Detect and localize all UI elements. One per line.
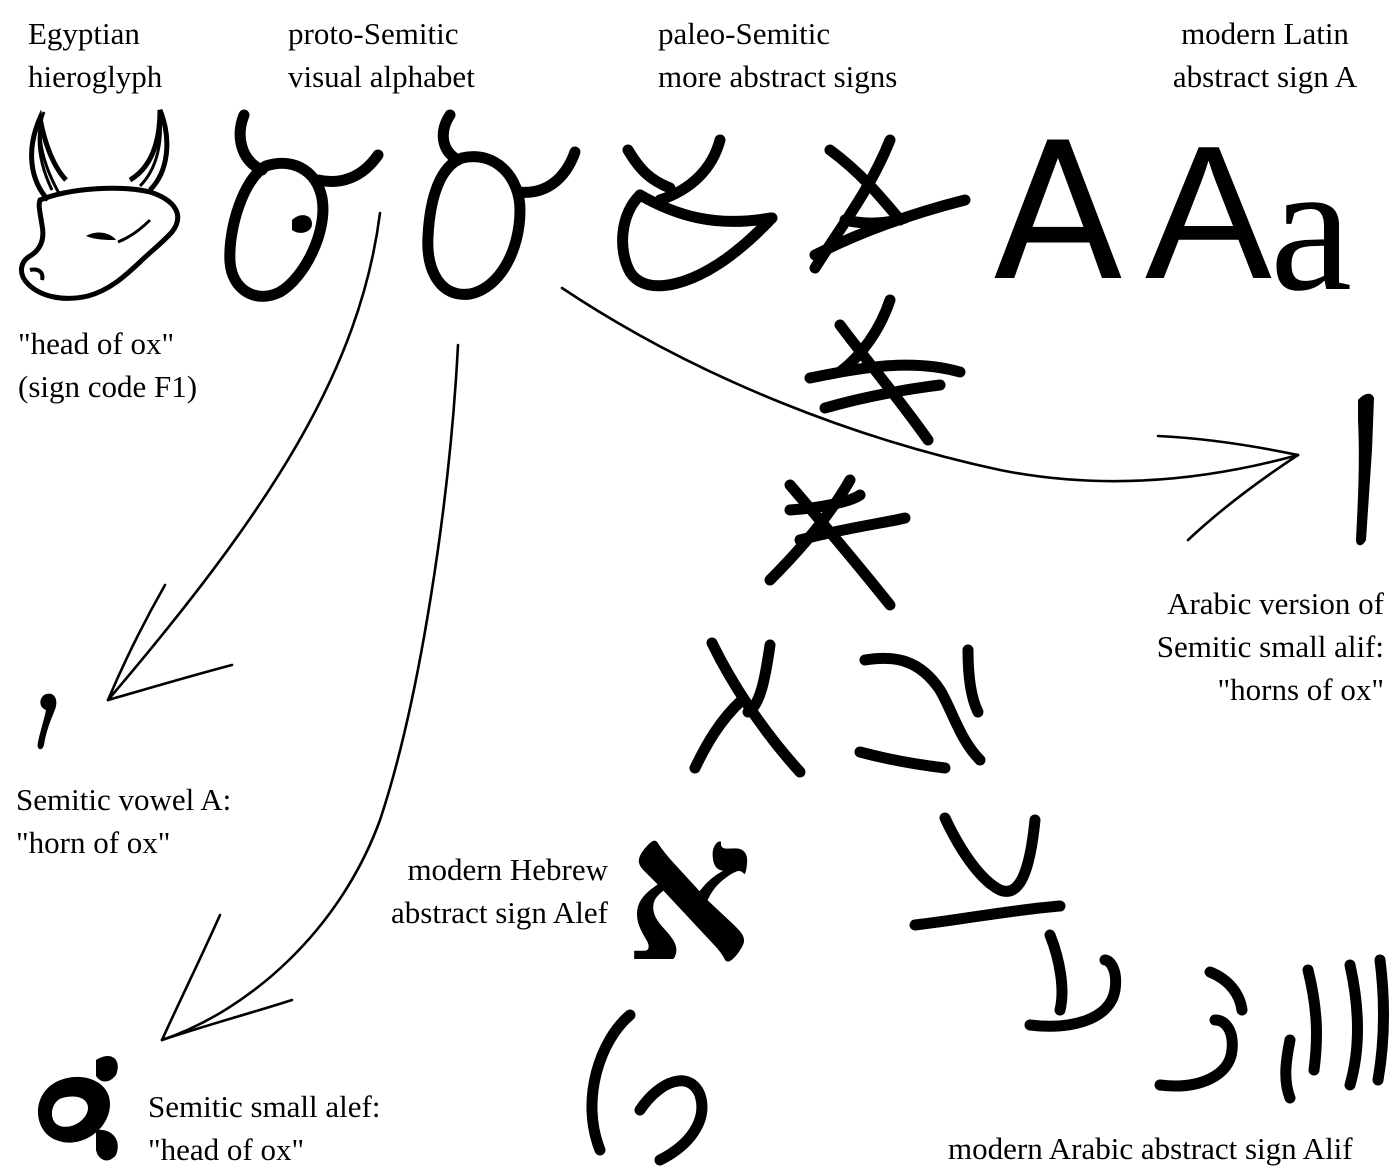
egyptian-ox-head-icon bbox=[19, 109, 181, 301]
label-modern-arabic: modern Arabic abstract sign Alif bbox=[948, 1131, 1353, 1166]
cursive-alef-sign-2-icon bbox=[909, 812, 1066, 931]
cursive-alef-sign-1-icon bbox=[854, 644, 986, 774]
label-proto-semitic: proto-Semitic visual alphabet bbox=[288, 16, 475, 94]
label-head-of-ox: "head of ox" (sign code F1) bbox=[18, 326, 198, 404]
latin-a-thin-glyph: A bbox=[993, 102, 1123, 323]
paleo-semitic-ox-sign-1-icon bbox=[617, 134, 778, 292]
arabic-alif-evolution-forms-icon bbox=[1024, 929, 1390, 1104]
proto-semitic-ox-head-eye-icon bbox=[224, 109, 384, 302]
paleo-semitic-ox-sign-2-icon bbox=[809, 134, 971, 274]
semitic-vowel-horn-icon bbox=[37, 693, 57, 750]
label-modern-hebrew: modern Hebrew abstract sign Alef bbox=[391, 852, 608, 930]
label-semitic-small-alef: Semitic small alef: "head of ox" bbox=[148, 1089, 381, 1167]
arabic-small-alif-icon bbox=[1356, 393, 1374, 546]
label-semitic-vowel: Semitic vowel A: "horn of ox" bbox=[16, 782, 232, 860]
arrow-to-arabic-small-alif bbox=[560, 286, 1300, 542]
label-arabic-version: Arabic version of Semitic small alif: "h… bbox=[1156, 586, 1384, 707]
aramaic-alef-sign-icon bbox=[689, 637, 806, 778]
label-modern-latin: modern Latin abstract sign A bbox=[1172, 16, 1358, 94]
label-paleo-semitic: paleo-Semitic more abstract signs bbox=[658, 16, 898, 94]
alef-cursive-lower-icon bbox=[586, 1009, 708, 1166]
arrow-to-semitic-small-alef bbox=[160, 343, 460, 1042]
proto-semitic-ox-head-icon bbox=[422, 109, 581, 300]
label-egyptian-hieroglyph: Egyptian hieroglyph bbox=[28, 16, 163, 94]
latin-a-small-glyph: a bbox=[1270, 125, 1353, 330]
arrow-to-semitic-vowel bbox=[106, 211, 382, 702]
hebrew-alef-glyph: א bbox=[625, 772, 754, 1007]
semitic-small-alef-icon bbox=[37, 1055, 118, 1161]
latin-a-bold-glyph: A bbox=[1145, 107, 1272, 319]
paleo-semitic-bar-sign-2-icon bbox=[764, 474, 911, 611]
paleo-semitic-bar-sign-1-icon bbox=[804, 294, 966, 446]
